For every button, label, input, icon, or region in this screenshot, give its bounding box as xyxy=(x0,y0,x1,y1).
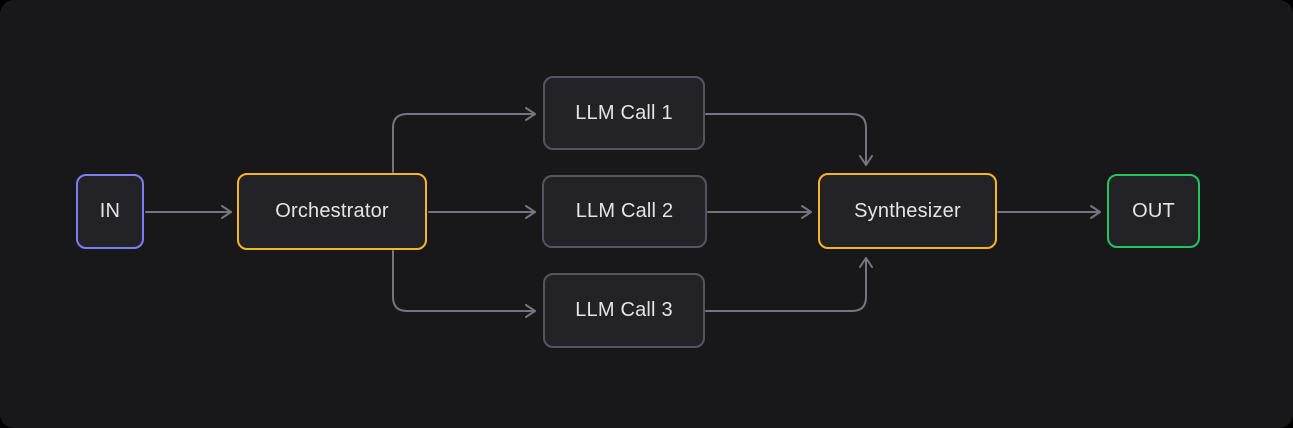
node-out: OUT xyxy=(1107,174,1200,248)
node-llm-call-1-label: LLM Call 1 xyxy=(575,101,673,124)
node-in: IN xyxy=(76,174,144,249)
connector-orchestrator-llm3 xyxy=(392,250,536,318)
node-llm-call-1: LLM Call 1 xyxy=(543,76,705,150)
node-llm-call-3: LLM Call 3 xyxy=(543,273,705,348)
node-llm-call-2: LLM Call 2 xyxy=(542,175,707,248)
node-orchestrator-label: Orchestrator xyxy=(275,200,389,222)
node-synthesizer-label: Synthesizer xyxy=(854,199,961,222)
node-in-label: IN xyxy=(99,200,121,222)
node-llm-call-3-label: LLM Call 3 xyxy=(575,299,673,321)
connector-llm1-synthesizer xyxy=(705,113,873,166)
connector-orchestrator-llm1 xyxy=(392,107,536,173)
connector-llm3-synthesizer xyxy=(705,257,873,312)
node-orchestrator: Orchestrator xyxy=(237,173,427,250)
node-synthesizer: Synthesizer xyxy=(818,173,997,249)
node-llm-call-2-label: LLM Call 2 xyxy=(575,200,674,222)
node-out-label: OUT xyxy=(1132,199,1175,222)
